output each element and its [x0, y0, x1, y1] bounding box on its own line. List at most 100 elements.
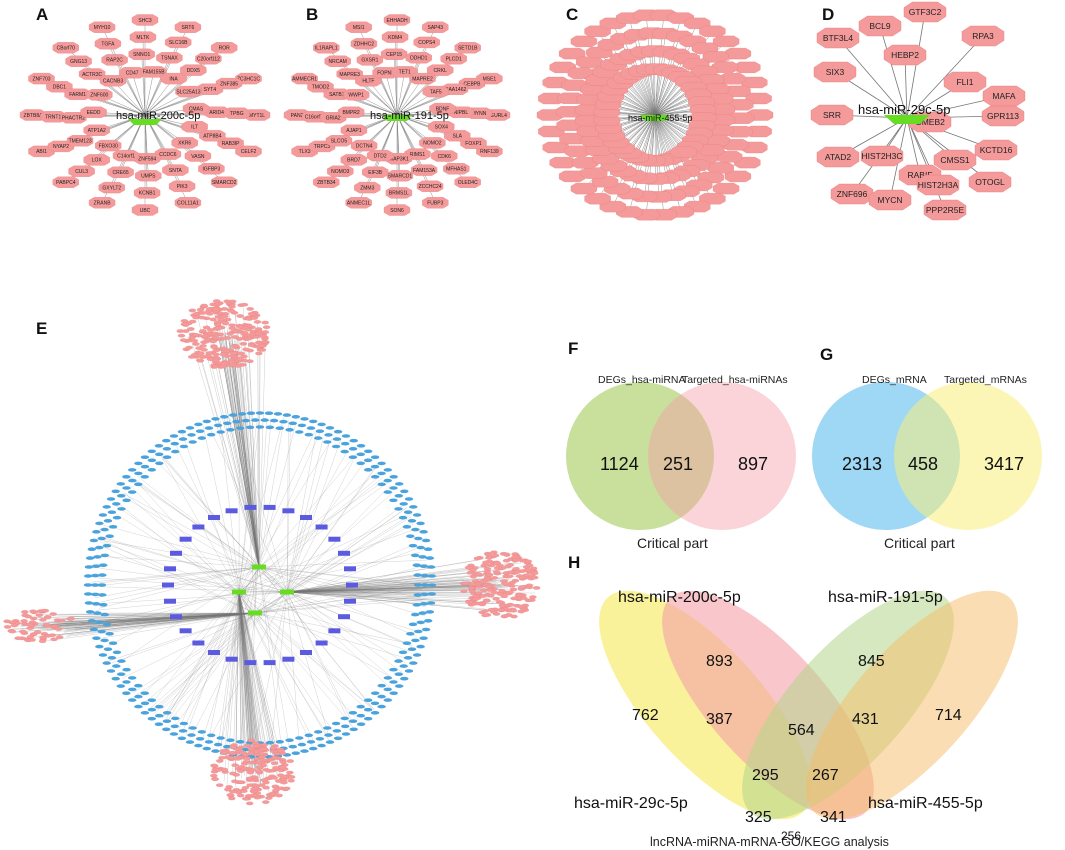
panelE-mrna-node — [103, 661, 111, 665]
panelE-target-node — [526, 564, 533, 567]
panelE-mrna-node — [91, 593, 99, 597]
panelE-edge — [259, 560, 427, 567]
panelE-mrna-node — [92, 602, 100, 606]
panelE-target-node — [42, 609, 49, 612]
panelE-target-node — [247, 771, 254, 774]
panelE-mrna-node — [390, 691, 398, 695]
panelA-target-label: PHACTR2 — [62, 116, 86, 122]
panelE-mrna-node — [236, 740, 244, 744]
panelE-mrna-node — [112, 490, 120, 494]
panelE-mrna-node — [128, 468, 136, 472]
panelE-edge — [103, 525, 259, 567]
panelE-target-node — [288, 779, 295, 782]
panelE-mrna-node — [394, 659, 402, 663]
panelE-target-node — [220, 362, 227, 365]
panelE-target-node — [492, 554, 499, 557]
panelE-mrna-node — [171, 442, 179, 446]
panelE-mrna-node — [408, 519, 416, 523]
panelB-target-label: GXSR1 — [361, 58, 378, 64]
panelE-mrna-node — [246, 426, 254, 430]
panel-letter-h: H — [568, 553, 580, 572]
panelE-mrna-node — [256, 411, 264, 415]
panelB-target-label: BMPR2 — [342, 110, 359, 116]
panelE-target-node — [240, 342, 247, 345]
panelE-mrna-node — [207, 734, 215, 738]
panelB-target-label: RNF139 — [480, 149, 499, 155]
panelE-target-node — [258, 344, 265, 347]
panelE-target-node — [256, 766, 263, 769]
panelE-mrna-node — [122, 680, 130, 684]
panelA-target-label: PIK3 — [177, 184, 188, 190]
panelD-target-label: FLI1 — [956, 77, 973, 87]
panelE-mrna-node — [300, 417, 308, 421]
panelE-mrna-node — [292, 415, 300, 419]
panelE-target-node — [9, 630, 16, 633]
panelB-target-label: EIF3B — [368, 170, 383, 176]
panelE-mrna-node — [155, 444, 163, 448]
panelE-mrna-node — [305, 433, 313, 437]
panelE-target-node — [221, 307, 228, 310]
panelE-target-node — [460, 589, 467, 592]
panelD-target-label: HEBP2 — [891, 50, 919, 60]
panelE-target-node — [228, 756, 235, 759]
panelE-mrna-node — [342, 434, 350, 438]
panelE-mrna-node — [134, 483, 142, 487]
panelE-mrna-node — [148, 698, 156, 702]
panelE-edge — [154, 592, 287, 708]
panelE-target-node — [280, 781, 287, 784]
panelB-target-label: FUBP3 — [427, 201, 443, 207]
panelE-edge — [93, 587, 287, 592]
panelA-target-label: PABPC4 — [56, 180, 76, 186]
panelD-target-label: MAFA — [992, 91, 1015, 101]
panel-h-region-191-455: 431 — [852, 711, 879, 728]
panelE-mrna-node — [285, 738, 293, 742]
panel-letter-e: E — [36, 319, 47, 338]
panelB-target-label: FOXP1 — [465, 141, 482, 147]
panelE-mrna-node — [112, 677, 120, 681]
panelE-target-node — [237, 314, 244, 317]
panelE-mrna-node — [289, 745, 297, 749]
panelE-target-node — [229, 746, 236, 749]
panelE-target-node — [261, 747, 268, 750]
panelD-target-label: KCTD16 — [980, 145, 1013, 155]
panelE-mrna-node — [342, 732, 350, 736]
panelE-mrna-node — [295, 736, 303, 740]
panelA-target-label: FAM155B — [143, 70, 166, 76]
panelE-mrna-node — [214, 743, 222, 747]
panelE-target-node — [50, 612, 57, 615]
panelE-mrna-node — [226, 738, 234, 742]
panelA-target-label: CBorf70 — [57, 46, 76, 52]
panelE-mrna-node — [405, 497, 413, 501]
panel-letter-a: A — [36, 5, 48, 24]
panelE-target-node — [288, 775, 295, 778]
panelE-target-node — [201, 304, 208, 307]
panelE-mrna-node — [421, 593, 429, 597]
panelE-target-node — [490, 551, 497, 554]
panelE-mrna-node — [179, 437, 187, 441]
panelA-target-label: RAP2C — [106, 58, 123, 64]
panelB-target-label: ZDHHC2 — [354, 42, 374, 48]
panelE-lncrna-node — [344, 599, 356, 604]
panel-a-network: MYT1LCELF2SMARCD2COL11A1UBCZRANBPABPC4AB… — [20, 15, 270, 216]
panelE-target-node — [229, 772, 236, 775]
panelE-mrna-node — [300, 749, 308, 753]
panelE-target-node — [266, 758, 273, 761]
panelE-mrna-node — [163, 447, 171, 451]
panelC-target-node — [671, 147, 697, 158]
panelB-target-label: NRCAM — [329, 59, 347, 65]
panelE-target-node — [44, 616, 51, 619]
panel-h-region-191: 845 — [858, 653, 885, 670]
panelE-target-node — [226, 332, 233, 335]
panelA-target-label: SMARCD2 — [212, 180, 237, 186]
panelE-target-node — [263, 326, 270, 329]
panelA-target-label: CD47 — [126, 71, 139, 77]
panelE-lncrna-node — [300, 515, 312, 520]
panelE-target-node — [220, 337, 227, 340]
panelE-mrna-node — [103, 623, 111, 627]
panelE-mrna-node — [86, 610, 94, 614]
panelE-lncrna-node — [338, 551, 350, 556]
panelE-mrna-node — [400, 664, 408, 668]
panelD-target-label: OTOGL — [975, 177, 1005, 187]
panelE-mrna-node — [117, 684, 125, 688]
panelE-mrna-node — [357, 722, 365, 726]
